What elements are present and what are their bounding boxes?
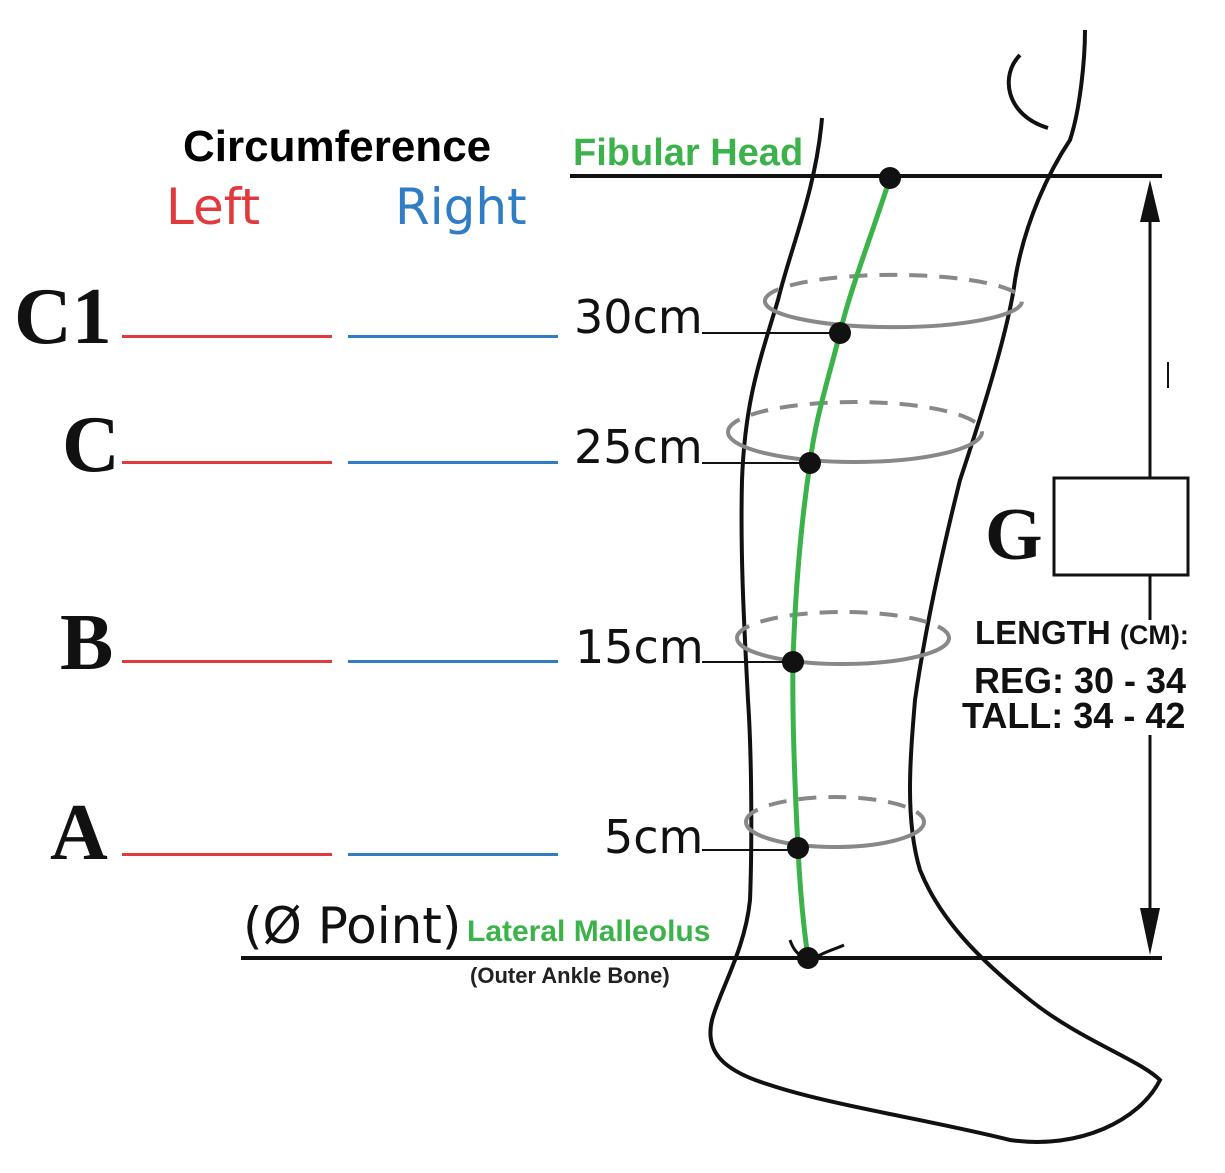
distance-25cm: 25cm [574,420,703,474]
ring-a [744,795,926,849]
point-30cm [829,322,851,344]
a-left-field[interactable] [122,853,332,856]
length-tall: TALL: 34 - 42 [962,695,1186,736]
ring-c1 [762,272,1025,330]
row-label-a: A [50,789,108,877]
point-25cm [799,452,821,474]
row-label-c1: C1 [14,273,112,361]
arrow-up-icon [1140,180,1160,222]
ankle-mark [788,939,845,960]
zero-point-label: (Ø Point) [243,897,462,955]
row-label-c: C [62,401,120,489]
c-left-field[interactable] [122,461,332,464]
knee-curve [1006,53,1049,130]
c-right-field[interactable] [348,461,558,464]
distance-5cm: 5cm [604,810,704,864]
right-label: Right [395,178,527,236]
leg-outline-back [708,29,1163,1144]
lateral-malleolus-label: Lateral Malleolus [467,915,711,948]
distance-15cm: 15cm [575,620,704,674]
length-title: LENGTH (CM): [975,614,1189,652]
left-label: Left [166,178,261,236]
point-5cm [787,837,809,859]
length-label-g: G [985,494,1043,576]
length-regular: REG: 30 - 34 [974,660,1187,701]
measuring-line [790,177,893,959]
fibular-head-label: Fibular Head [573,132,804,174]
b-left-field[interactable] [122,660,332,663]
length-title-text: LENGTH [975,614,1111,651]
length-input-box [1052,476,1190,577]
a-right-field[interactable] [348,853,558,856]
b-right-field[interactable] [348,660,558,663]
arrow-down-icon [1140,908,1160,955]
point-15cm [782,651,804,673]
circumference-title: Circumference [183,122,492,171]
outer-ankle-bone-note: (Outer Ankle Bone) [470,963,670,988]
length-unit: (CM): [1119,620,1189,650]
c1-left-field[interactable] [122,335,332,338]
point-fibular-head [879,167,901,189]
ring-b [735,610,951,666]
distance-30cm: 30cm [574,290,703,344]
ring-c [726,400,984,464]
row-label-b: B [60,599,114,687]
point-malleolus [797,947,819,969]
c1-right-field[interactable] [348,335,558,338]
